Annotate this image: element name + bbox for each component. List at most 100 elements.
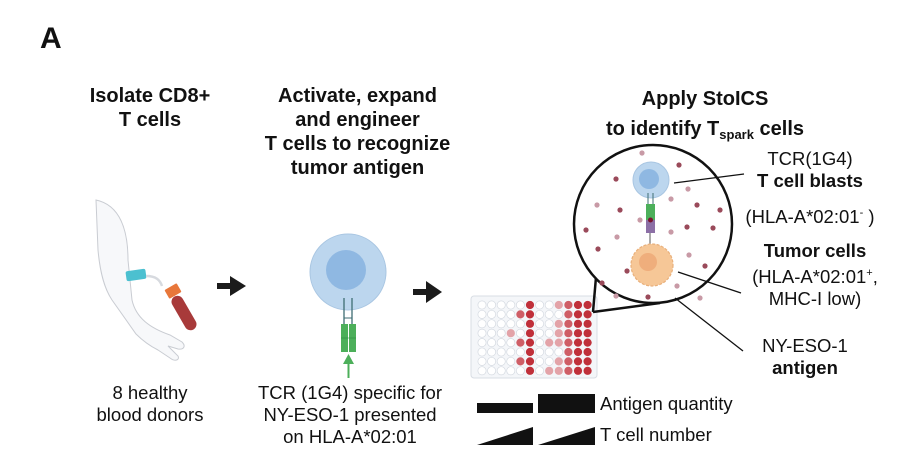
plate-well [487,347,497,357]
tcell-hla-label: (HLA-A*02:01- ) [735,202,885,228]
plate-well [515,319,525,329]
antigen-dot [617,207,623,213]
caption-line: on HLA-A*02:01 [283,426,417,447]
plate-well [506,309,516,319]
plate-well [564,300,573,310]
mhc-label: MHC-I low) [768,288,862,309]
plate-well [477,356,487,366]
plate-well [544,347,554,357]
plate-well [564,347,573,357]
plate-well [544,319,554,329]
t-cell-blast-icon [632,161,670,244]
plate-well [506,300,516,310]
plate-well [554,309,564,319]
step2-caption: TCR (1G4) specific for NY-ESO-1 presente… [240,382,460,448]
plate-well [573,347,583,357]
tcr-label: TCR(1G4) [767,148,853,169]
plate-well [583,357,592,366]
plate-well [516,357,525,366]
antigen-dot [614,234,620,240]
antigen-dot [624,268,630,274]
step3-title-text: cells [753,118,805,140]
antigen-dot [594,202,600,208]
plate-well [583,347,592,357]
antigen-dot [702,263,708,269]
plate-well [544,300,554,310]
plate-well [583,329,592,338]
step3-title-text: to identify T [605,118,720,140]
antigen-dot [613,176,619,182]
antigen-dot [613,293,619,299]
plate-well [554,347,564,357]
antigen-dot [639,150,645,156]
antigen-dot [694,202,700,208]
plate-well [535,309,545,319]
antigen-high-bar [538,394,595,413]
antigen-dot [668,196,674,202]
leader-line [673,173,745,184]
tcell-blasts-label: T cell blasts [757,170,863,191]
plate-well [487,338,497,348]
plate-well [554,329,563,338]
plate-well [506,319,516,329]
plate-well [535,338,545,348]
plate-well [554,366,563,375]
plate-well [573,310,583,319]
step1-title-line: Isolate CD8+ [89,85,211,107]
step3-title-line: Apply StoICS [641,88,769,110]
antigen-dot [717,207,723,213]
plate-well [573,319,583,328]
tumor-hla-label: (HLA-A*02:01+, [735,262,895,288]
step3-title-line: to identify Tspark cells [560,114,850,150]
plate-well [477,300,487,310]
plate-well [545,366,554,375]
plate-well [477,347,487,357]
plate-well [477,309,487,319]
antigen-dot [685,186,691,192]
panel-label: A [40,22,62,55]
antigen-dot [674,283,680,289]
plate-well [545,338,554,347]
caption-line: 8 healthy [112,382,188,403]
plate-well [487,300,497,310]
plate-well [487,309,497,319]
tumor-cells-label: Tumor cells [763,240,867,261]
step2-title-line: T cells to recognize [264,133,451,155]
arrow-right-icon [217,276,246,296]
plate-well [564,338,573,347]
plate-well [535,300,545,310]
antigen-dot [710,225,716,231]
plate-well [583,338,592,347]
plate-well [544,309,554,319]
tumor-cell-icon [630,243,674,287]
plate-well [583,310,592,319]
plate-well [516,338,525,347]
step2-title: Activate, expand and engineer T cells to… [245,84,470,180]
plate-well [487,319,497,329]
plate-well [573,300,583,310]
butterfly-needle-icon [125,268,147,282]
legend-antigen-quantity: Antigen quantity [600,393,733,414]
antigen-dot [595,246,601,252]
plate-well [564,366,573,375]
plate-well [516,310,525,319]
plate-well [496,328,506,338]
plate-well [564,357,573,366]
plate-well [525,319,535,328]
plate-well [525,357,535,366]
antigen-word-label: antigen [772,357,838,378]
plate-well [583,300,592,310]
antigen-dot [686,252,692,258]
plate-well [554,300,563,310]
plate-well [525,338,535,347]
antigen-dots [583,150,723,301]
step1-title: Isolate CD8+ T cells [80,84,220,132]
plate-well [525,310,535,319]
legend-symbols [477,394,595,445]
plate-well [525,347,535,357]
plate-well [515,347,525,357]
plate-well [487,366,497,376]
engineered-t-cell-icon [309,233,387,378]
plate-well [535,319,545,329]
plate-well [496,300,506,310]
